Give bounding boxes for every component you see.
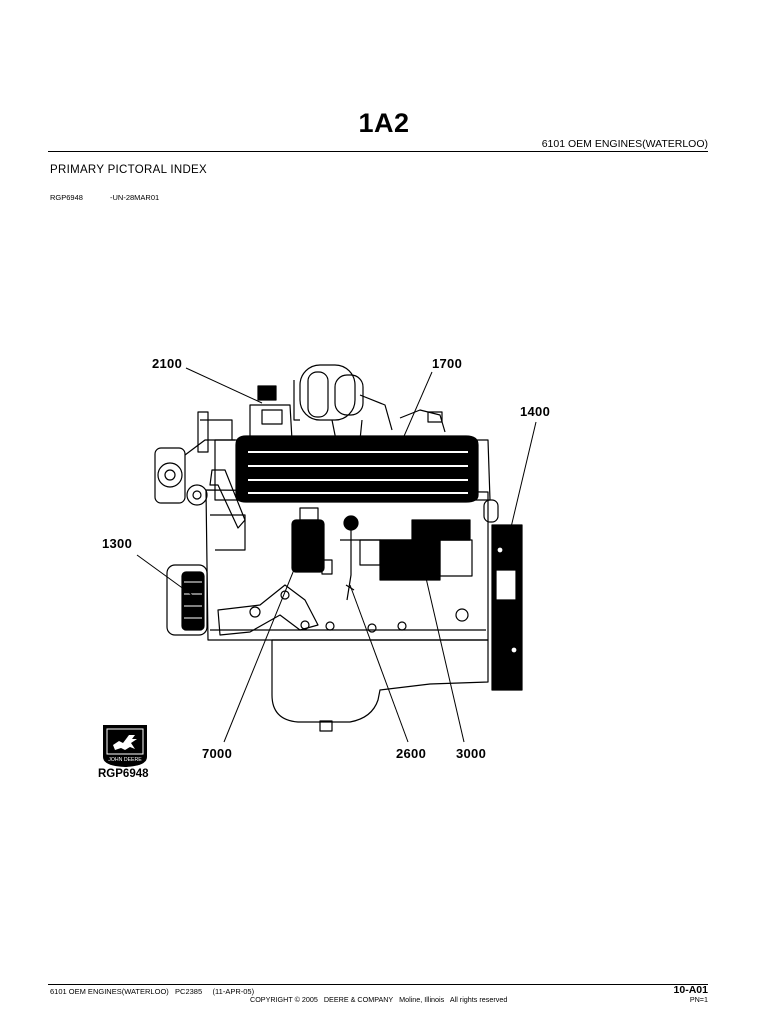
footer-manual-info: 6101 OEM ENGINES(WATERLOO) PC2385 (11-AP… (50, 987, 255, 996)
footer-copyright: COPYRIGHT © 2005 DEERE & COMPANY Moline,… (250, 995, 508, 1004)
john-deere-logo: JOHN DEERE (103, 725, 147, 767)
callout-label: 1700 (432, 356, 462, 371)
callout-label: 3000 (456, 746, 486, 761)
manual-title: 6101 OEM ENGINES(WATERLOO) (541, 138, 708, 150)
footer-divider (48, 984, 708, 985)
page-number: 10-A01 (673, 984, 708, 996)
illustration-ref-date: -UN-28MAR01 (110, 193, 160, 202)
header-divider (48, 151, 708, 152)
callout-label: 2100 (152, 356, 182, 371)
callout-label: 2600 (396, 746, 426, 761)
callout-label: 1300 (102, 536, 132, 551)
callout-label: 7000 (202, 746, 232, 761)
engine-illustration: 2100 1700 1400 1300 7000 2600 3000 (102, 356, 550, 761)
illustration-ref-code: RGP6948 (50, 193, 83, 202)
callout-label: 1400 (520, 404, 550, 419)
page-title: 1A2 (358, 108, 410, 138)
logo-caption: RGP6948 (98, 768, 149, 780)
page-sequence: PN=1 (689, 995, 708, 1004)
section-title: PRIMARY PICTORAL INDEX (50, 164, 207, 176)
logo-text: JOHN DEERE (108, 757, 142, 763)
